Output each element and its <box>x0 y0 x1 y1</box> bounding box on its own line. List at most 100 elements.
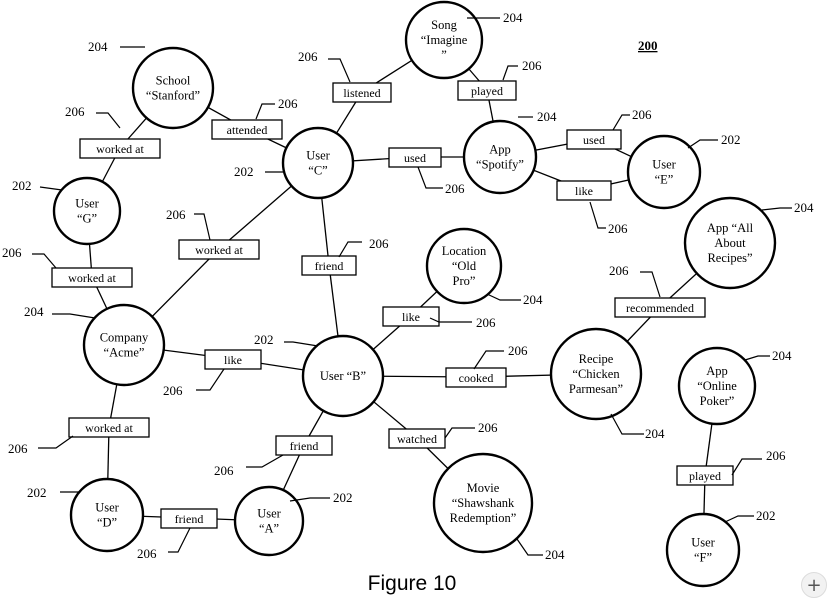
edge-label-box <box>275 435 333 456</box>
edge-label: worked at <box>195 243 243 257</box>
node-label-line: Movie <box>467 481 500 495</box>
node-ref-numeral: 202 <box>234 164 254 179</box>
node-ref-numeral: 204 <box>645 426 665 441</box>
edge-ref-numeral: 206 <box>522 58 542 73</box>
edge-ref-leader <box>194 213 211 241</box>
node-label-line: Song <box>431 18 457 32</box>
edge-label-box <box>211 119 283 140</box>
edge-label-box <box>160 508 218 529</box>
edge-ref-leader <box>255 103 275 120</box>
node-label-line: “E” <box>655 173 674 187</box>
node-userE: User“E” <box>626 134 702 210</box>
node-ref-leader <box>687 139 718 149</box>
edge-label: attended <box>227 123 268 137</box>
edge-ref-leader <box>328 58 351 83</box>
node-label-line: Pro” <box>453 274 476 288</box>
node-circle <box>432 452 534 554</box>
edge-label-box <box>388 428 446 449</box>
node-circle <box>677 346 757 426</box>
edge-label-box <box>51 267 133 288</box>
node-label-line: “Online <box>697 379 737 393</box>
edge-ref-leader <box>444 427 475 439</box>
edge-label-box <box>301 255 357 276</box>
node-app_spotify: App“Spotify” <box>462 119 538 195</box>
edge-label-box <box>68 417 150 438</box>
edge-label-box <box>332 82 392 103</box>
node-ref-leader <box>289 497 330 502</box>
edge-label: friend <box>175 512 204 526</box>
edge-ref-leader <box>417 166 443 189</box>
node-label-line: Location <box>442 244 487 258</box>
node-label-line: Company <box>100 331 149 345</box>
edge-ref-numeral: 206 <box>608 221 628 236</box>
edge-ref-leader <box>338 241 362 258</box>
node-userD: User“D” <box>69 477 145 553</box>
node-ref-leader <box>516 538 543 556</box>
plus-icon[interactable]: + <box>801 572 827 598</box>
node-circle <box>131 46 215 130</box>
edge-ref-numeral: 206 <box>609 263 629 278</box>
edge-label: friend <box>315 259 344 273</box>
node-circle <box>549 327 643 421</box>
node-circle <box>281 126 355 200</box>
node-label-line: “Stanford” <box>146 89 200 103</box>
figure-id: 200 <box>638 38 658 53</box>
edge-label: cooked <box>459 371 494 385</box>
edge-ref-numeral: 206 <box>8 441 28 456</box>
edge-ref-numeral: 206 <box>65 104 85 119</box>
edge-ref-leader <box>196 368 225 391</box>
edge-label: used <box>583 133 605 147</box>
node-ref-numeral: 202 <box>12 178 32 193</box>
node-ref-leader <box>284 341 319 347</box>
node-userC: User“C” <box>281 126 355 200</box>
node-label-line: User <box>75 197 99 211</box>
node-circle <box>425 227 503 305</box>
node-label-line: “Old <box>452 259 477 273</box>
node-label-line: User <box>306 149 330 163</box>
node-ref-numeral: 204 <box>503 10 523 25</box>
node-circle <box>683 196 777 290</box>
node-label-line: “G” <box>77 212 97 226</box>
node-circle <box>462 119 538 195</box>
node-ref-leader <box>39 186 63 191</box>
edge-label: like <box>575 184 593 198</box>
edge-label-box <box>204 349 262 370</box>
node-circle <box>626 134 702 210</box>
node-label-line: “Chicken <box>572 367 620 381</box>
node-ref-numeral: 204 <box>537 109 557 124</box>
reference-numerals-layer: 2062062062062062062062062062062062062062… <box>2 10 814 562</box>
node-circle <box>404 0 484 80</box>
edge-label-box <box>566 129 622 150</box>
node-ref-leader <box>724 515 754 523</box>
node-label-line: “F” <box>694 551 712 565</box>
node-ref-leader <box>486 293 521 301</box>
node-userB: User “B” <box>301 334 385 418</box>
node-circle <box>233 485 305 557</box>
edge-ref-numeral: 206 <box>476 315 496 330</box>
edge-label-box <box>457 80 517 101</box>
node-ref-numeral: 204 <box>545 547 565 562</box>
node-label-line: Parmesan” <box>569 382 623 396</box>
node-ref-numeral: 204 <box>523 292 543 307</box>
edge-ref-numeral: 206 <box>163 383 183 398</box>
node-ref-numeral: 202 <box>333 490 353 505</box>
edge-label: played <box>689 469 721 483</box>
node-label-line: User <box>691 536 715 550</box>
figure-caption: Figure 10 <box>368 572 457 595</box>
node-ref-leader <box>52 313 96 319</box>
edge-label: like <box>224 353 242 367</box>
node-label-line: Recipe <box>579 352 614 366</box>
node-ref-leader <box>744 355 770 361</box>
node-label-line: User <box>95 501 119 515</box>
edge-label: worked at <box>85 421 133 435</box>
node-label-line: Poker” <box>700 394 735 408</box>
edge-label: friend <box>290 439 319 453</box>
edge-label: like <box>402 310 420 324</box>
node-label-line: Recipes” <box>707 251 752 265</box>
edge-ref-leader <box>589 201 606 229</box>
